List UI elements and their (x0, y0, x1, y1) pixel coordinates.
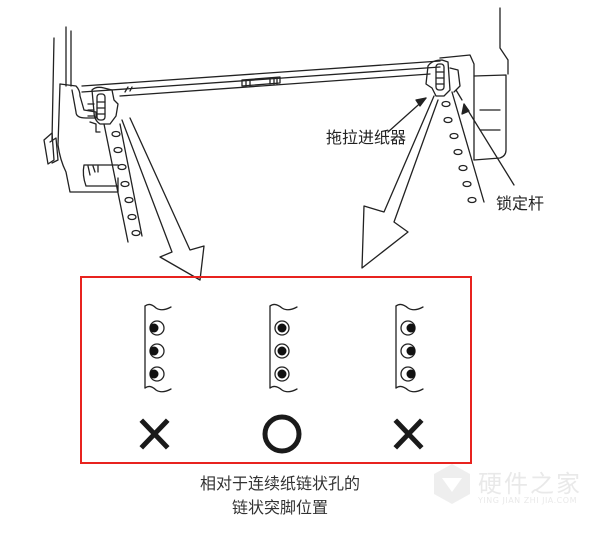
watermark-subtitle: YING JIAN ZHI JIA.COM (478, 496, 577, 505)
caption-line-2: 链状突脚位置 (231, 498, 328, 517)
caption-line-1: 相对于连续纸链状孔的 (199, 474, 360, 493)
watermark-title: 硬件之家 (478, 470, 582, 498)
tractor-feeder-label: 拖拉进纸器 (326, 128, 407, 147)
watermark: 硬件之家 YING JIAN ZHI JIA.COM (432, 462, 600, 522)
diagram-caption: 相对于连续纸链状孔的 链状突脚位置 (150, 472, 410, 520)
watermark-logo-icon (434, 464, 470, 504)
lock-lever-label: 锁定杆 (496, 194, 545, 213)
comparison-panel (80, 276, 472, 464)
